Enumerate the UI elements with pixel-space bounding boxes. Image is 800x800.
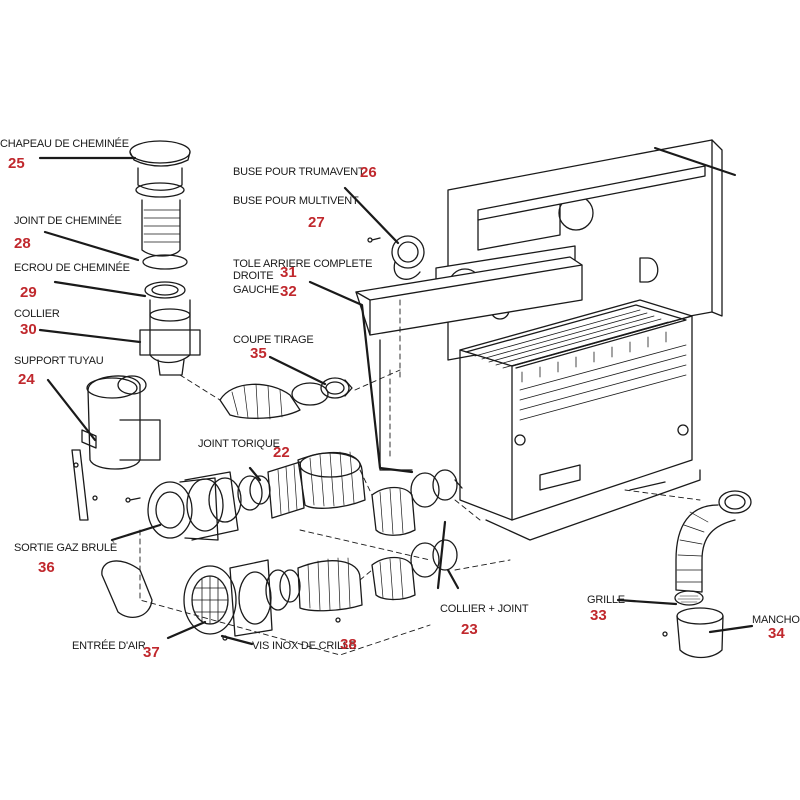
manchon-assembly [662, 490, 752, 659]
number-28: 28 [14, 235, 31, 252]
label-24: SUPPORT TUYAU [14, 355, 104, 367]
assembly-dashed-lines [139, 299, 701, 656]
coupe-tirage [219, 377, 353, 420]
label-22: JOINT TORIQUE [198, 438, 280, 450]
label-38: VIS INOX DE CRILLE [252, 640, 356, 652]
label-25: CHAPEAU DE CHEMINÉE [0, 138, 129, 150]
number-36: 36 [38, 559, 55, 576]
label-35: COUPE TIRAGE [233, 334, 314, 346]
chimney-stack [129, 140, 201, 376]
buse-trumavent [367, 235, 425, 280]
number-22: 22 [273, 444, 290, 461]
label-27: BUSE POUR MULTIVENT [233, 195, 359, 207]
number-34: 34 [768, 625, 785, 642]
number-25: 25 [8, 155, 25, 172]
number-37: 37 [143, 644, 160, 661]
label-29: ECROU DE CHEMINÉE [14, 262, 130, 274]
number-31: 31 [280, 264, 297, 281]
label-26: BUSE POUR TRUMAVENT [233, 166, 365, 178]
number-33: 33 [590, 607, 607, 624]
collier-joint [371, 469, 463, 601]
number-27: 27 [308, 214, 325, 231]
number-29: 29 [20, 284, 37, 301]
label-36: SORTIE GAZ BRULÈ [14, 542, 117, 554]
heater-unit [459, 299, 701, 541]
number-24: 24 [18, 371, 35, 388]
sortie-gaz-assembly [125, 451, 366, 541]
label-23: COLLIER + JOINT [440, 603, 529, 615]
number-32: 32 [280, 283, 297, 300]
leader-lines [38, 156, 754, 646]
number-26: 26 [360, 164, 377, 181]
support-tuyau [71, 375, 161, 521]
label-28: JOINT DE CHEMINÉE [14, 215, 122, 227]
label-33: GRILLE [587, 594, 625, 606]
label-32: GAUCHE [233, 284, 279, 296]
number-35: 35 [250, 345, 267, 362]
label-30: COLLIER [14, 308, 60, 320]
label-37: ENTRÉE D'AIR [72, 640, 146, 652]
tole-arriere-panel [355, 165, 706, 471]
label-34: MANCHON [752, 614, 800, 626]
label-31: TOLE ARRIERE COMPLETE [233, 258, 373, 270]
number-38: 38 [340, 636, 357, 653]
label-31-droite: DROITE [233, 270, 274, 282]
entree-air-assembly [101, 557, 363, 641]
number-30: 30 [20, 321, 37, 338]
number-23: 23 [461, 621, 478, 638]
